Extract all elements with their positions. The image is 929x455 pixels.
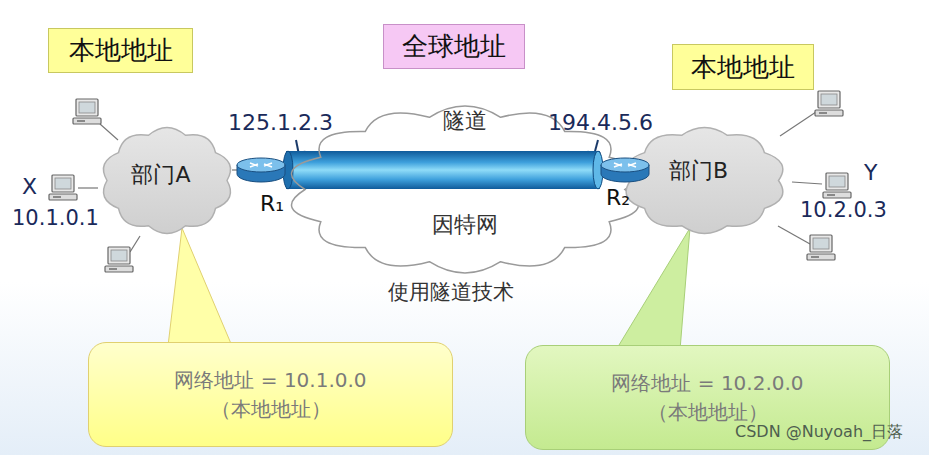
label-holder: Y	[864, 160, 877, 185]
callout-pointer	[168, 228, 232, 346]
host-computer	[823, 173, 851, 198]
node-label: 部门A	[131, 160, 190, 190]
host-computer	[49, 175, 77, 200]
node-label: 本地地址	[691, 50, 795, 85]
router: R₁	[236, 157, 286, 183]
callout-text: 网络地址 = 10.1.0.0	[174, 366, 366, 395]
label-holder: X	[22, 174, 37, 199]
router-icon	[236, 157, 286, 183]
label-holder: 10.2.0.3	[800, 198, 887, 222]
callout-pointer	[616, 228, 690, 350]
address-scope-box: 本地地址	[672, 44, 814, 90]
host-computer	[815, 91, 843, 116]
ip-address: 125.1.2.3	[228, 110, 333, 135]
label-holder: 194.4.5.6	[548, 110, 653, 135]
node-label: 部门B	[669, 156, 728, 186]
label-holder: 125.1.2.3	[228, 110, 333, 135]
router-icon	[600, 157, 650, 183]
tunnel-pipe	[283, 151, 603, 189]
callout-text: （本地地址）	[211, 395, 331, 424]
router-label: R₁	[260, 191, 284, 216]
address-scope-box: 全球地址	[383, 24, 525, 69]
callout-box: 网络地址 = 10.1.0.0（本地地址）	[88, 342, 453, 447]
node-label: 全球地址	[402, 29, 506, 64]
host-computer	[105, 247, 133, 272]
router: R₂	[600, 157, 650, 183]
node-label: 因特网	[432, 210, 498, 240]
label-holder: CSDN @Nuyoah_日落	[735, 422, 903, 443]
ip-address: 10.1.0.1	[12, 206, 99, 230]
callout-text: 网络地址 = 10.2.0.0	[611, 369, 803, 398]
caption-note: 使用隧道技术	[388, 278, 514, 306]
host-computer	[73, 99, 101, 124]
label-holder: 使用隧道技术	[388, 278, 514, 306]
label-holder: 10.1.0.1	[12, 206, 99, 230]
host-name: X	[22, 174, 37, 199]
host-computer	[807, 235, 835, 260]
ip-address: 194.4.5.6	[548, 110, 653, 135]
address-scope-box: 本地地址	[48, 28, 193, 73]
node-label: 隧道	[443, 106, 487, 136]
department-cloud: 部门A	[92, 118, 242, 243]
router-label: R₂	[606, 185, 630, 210]
watermark: CSDN @Nuyoah_日落	[735, 422, 903, 443]
ip-address: 10.2.0.3	[800, 198, 887, 222]
host-name: Y	[864, 160, 877, 185]
node-label: 本地地址	[69, 33, 173, 68]
